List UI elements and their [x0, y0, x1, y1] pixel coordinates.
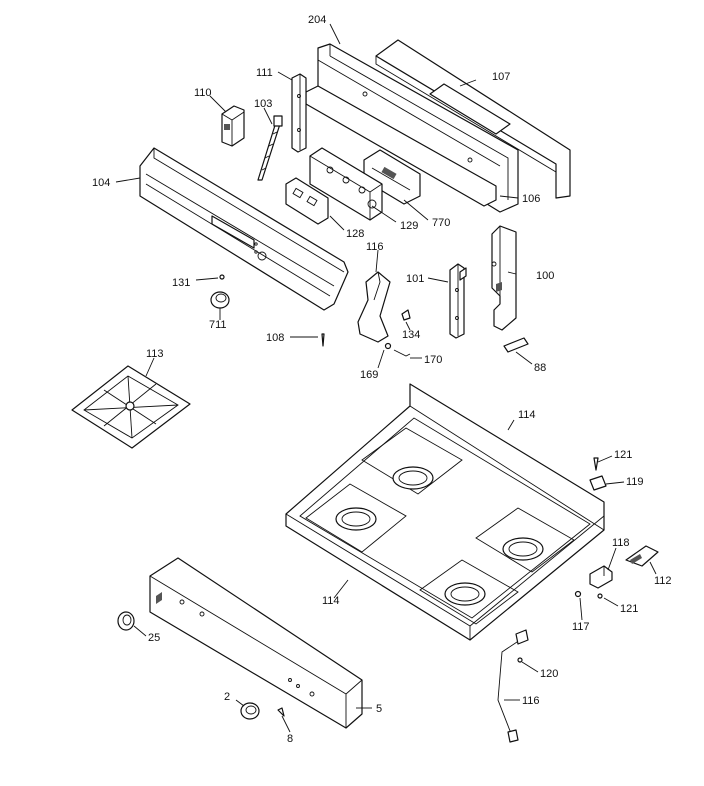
burner-grate-113 — [71, 365, 191, 449]
screw-131 — [219, 274, 225, 280]
screw-117 — [574, 590, 582, 598]
screw-108 — [321, 333, 325, 347]
spring-170 — [393, 349, 411, 357]
label-121-upper: 121 — [614, 449, 632, 461]
leader-lines — [115, 23, 657, 733]
label-8: 8 — [287, 733, 293, 745]
label-120: 120 — [540, 668, 558, 680]
manifold-panel-5 — [149, 557, 363, 729]
label-117: 117 — [572, 621, 590, 633]
label-169: 169 — [360, 369, 378, 381]
label-88: 88 — [534, 362, 546, 374]
bracket-118 — [589, 565, 613, 589]
igniter-112 — [625, 545, 659, 567]
label-128: 128 — [346, 228, 364, 240]
wire-harness-103 — [257, 115, 283, 181]
cooktop-114 — [285, 383, 605, 641]
top-cover-107 — [375, 39, 571, 199]
label-101: 101 — [406, 273, 424, 285]
label-113: 113 — [146, 348, 164, 360]
label-129: 129 — [400, 220, 418, 232]
label-2: 2 — [224, 691, 230, 703]
label-100: 100 — [536, 270, 554, 282]
side-bracket-100 — [491, 225, 517, 331]
label-131: 131 — [172, 277, 190, 289]
side-bracket-101 — [449, 263, 467, 339]
label-107: 107 — [492, 71, 510, 83]
label-25: 25 — [148, 632, 160, 644]
label-118: 118 — [612, 537, 630, 549]
label-170: 170 — [424, 354, 442, 366]
control-module-129 — [309, 147, 383, 221]
side-bracket-111 — [291, 73, 307, 153]
label-5: 5 — [376, 703, 382, 715]
keypad-128 — [285, 177, 329, 225]
label-119: 119 — [626, 476, 644, 488]
label-106: 106 — [522, 193, 540, 205]
label-204: 204 — [308, 14, 326, 26]
label-770: 770 — [432, 217, 450, 229]
control-panel-104 — [139, 147, 349, 311]
screw-169 — [384, 342, 392, 350]
knob-2 — [240, 702, 260, 720]
screw-8 — [277, 707, 285, 717]
label-104: 104 — [92, 177, 110, 189]
screw-120 — [517, 657, 523, 663]
label-103: 103 — [254, 98, 272, 110]
knob-711 — [210, 291, 230, 309]
label-114-lower: 114 — [322, 595, 340, 607]
label-108: 108 — [266, 332, 284, 344]
label-114-upper: 114 — [518, 409, 536, 421]
switch-110 — [221, 105, 245, 147]
knob-25 — [117, 611, 135, 631]
label-711: 711 — [209, 319, 227, 331]
bracket-119 — [589, 475, 607, 491]
screw-121b — [597, 593, 603, 599]
label-111: 111 — [256, 67, 273, 79]
label-116-upper: 116 — [366, 241, 384, 253]
pin-88 — [503, 337, 529, 353]
label-116-lower: 116 — [522, 695, 540, 707]
timer-board-770 — [363, 149, 421, 205]
label-112: 112 — [654, 575, 672, 587]
label-110: 110 — [194, 87, 212, 99]
callout-labels: 204 107 111 110 103 104 106 770 128 129 … — [92, 14, 672, 745]
clip-134 — [401, 309, 411, 321]
side-trim-116 — [357, 271, 391, 343]
label-134: 134 — [402, 329, 420, 341]
screw-121a — [593, 457, 599, 471]
label-121-lower: 121 — [620, 603, 638, 615]
gas-tube-116 — [497, 629, 529, 743]
